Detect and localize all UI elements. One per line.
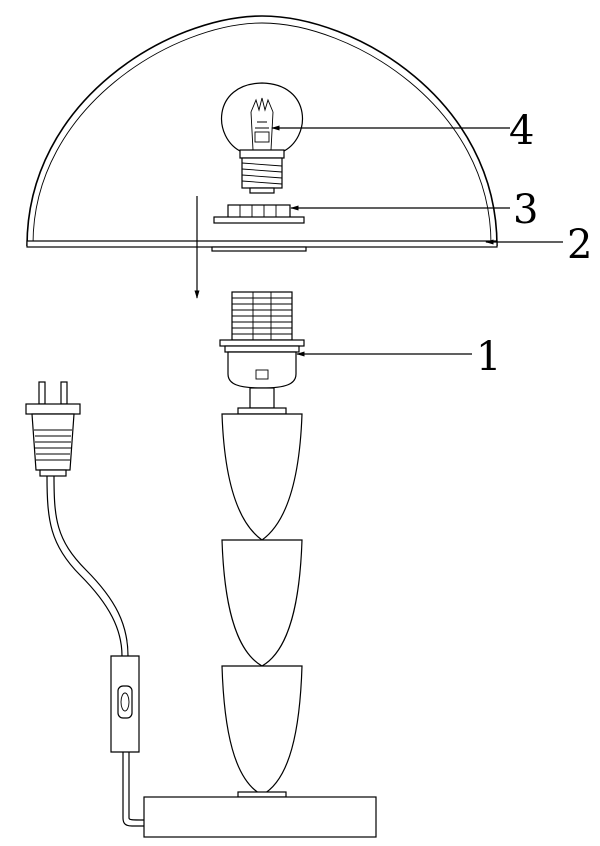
lamp-body [143, 407, 377, 838]
cord-switch [110, 655, 140, 753]
light-bulb [220, 82, 304, 194]
power-cord [46, 475, 145, 827]
callout-1: 1 [476, 334, 501, 380]
shade-ring [213, 204, 305, 224]
lamp-socket [219, 291, 305, 409]
lamp-shade [26, 15, 498, 252]
power-plug [25, 381, 81, 477]
callout-4: 4 [509, 108, 534, 154]
callout-3: 3 [513, 187, 538, 233]
callout-2: 2 [567, 222, 592, 268]
